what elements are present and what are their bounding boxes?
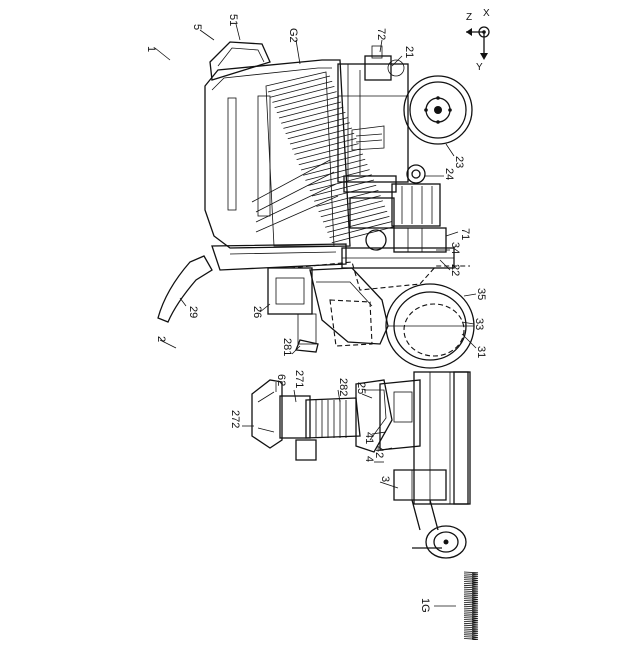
grass-blade [464, 625, 478, 627]
grass-blade [464, 582, 478, 584]
grass-blade [464, 631, 478, 633]
label-21: 21 [403, 46, 415, 58]
grass-blade [464, 574, 478, 576]
grass-blade [464, 572, 478, 574]
rear-hitch [158, 244, 388, 352]
mower-deck [380, 372, 470, 548]
wheel-upper [404, 76, 472, 144]
label-272: 272 [229, 410, 241, 428]
label-282: 282 [337, 378, 349, 396]
label-72: 72 [375, 28, 387, 40]
grass-blade [464, 578, 478, 580]
label-41: 41 [363, 432, 375, 444]
label-1: 1 [145, 46, 157, 52]
label-25: 25 [355, 382, 367, 394]
label-4: 4 [363, 456, 375, 462]
grass-blade [464, 623, 478, 625]
label-26: 26 [251, 306, 263, 318]
grass-blade [464, 591, 478, 593]
grass-blade [464, 610, 478, 612]
label-1G: 1G [419, 598, 431, 613]
label-51: 51 [227, 14, 239, 26]
label-24: 24 [443, 168, 455, 180]
grass-blade [464, 597, 478, 599]
grass-blade [464, 618, 478, 620]
label-29: 29 [187, 306, 199, 318]
axis-y-label: Y [476, 62, 483, 73]
grass-blade [464, 620, 478, 622]
label-71: 71 [459, 228, 471, 240]
label-35: 35 [475, 288, 487, 300]
grass-blade [464, 587, 478, 589]
label-2: 2 [155, 336, 167, 342]
grass-blade [464, 593, 478, 595]
grass-ground [464, 572, 478, 640]
label-3: 3 [379, 476, 391, 482]
grass-blade [464, 601, 478, 603]
label-31: 31 [475, 346, 487, 358]
label-23: 23 [453, 156, 465, 168]
label-271: 271 [293, 370, 305, 388]
grass-blade [464, 621, 478, 623]
grass-blade [464, 629, 478, 631]
axis-x-label: X [483, 8, 490, 19]
label-22: 22 [449, 264, 461, 276]
grass-blade [464, 589, 478, 591]
grass-blade [464, 612, 478, 614]
operator-seat [252, 380, 392, 460]
grass-blade [464, 608, 478, 610]
axis-z-label: Z [466, 12, 472, 23]
grass-blade [464, 627, 478, 629]
label-5: 5 [191, 24, 203, 30]
grass-blade [464, 580, 478, 582]
grass-blade [464, 614, 478, 616]
label-G2: G2 [287, 28, 299, 43]
label-281: 281 [281, 338, 293, 356]
engine-frame [338, 46, 454, 268]
cab-body [205, 42, 350, 248]
gauge-wheel [426, 526, 466, 558]
grass-blade [464, 616, 478, 618]
glass-hatch [268, 76, 394, 243]
grass-blade [464, 637, 478, 639]
grass-blade [464, 583, 478, 585]
grass-blade [464, 576, 478, 578]
grass-blade [464, 635, 478, 637]
grass-blade [464, 585, 478, 587]
leader-lines [155, 24, 476, 606]
small-wheel [407, 165, 425, 183]
grass-blade [464, 633, 478, 635]
label-62: 62 [275, 374, 287, 386]
grass-blade [464, 606, 478, 608]
label-34: 34 [449, 242, 461, 254]
grass-blade [464, 595, 478, 597]
wheel-lower [386, 284, 474, 368]
label-33: 33 [473, 318, 485, 330]
axis-indicator: Z X Y [466, 8, 490, 73]
grass-blade [464, 599, 478, 601]
grass-blade [464, 604, 478, 606]
grass-blade [464, 602, 478, 604]
